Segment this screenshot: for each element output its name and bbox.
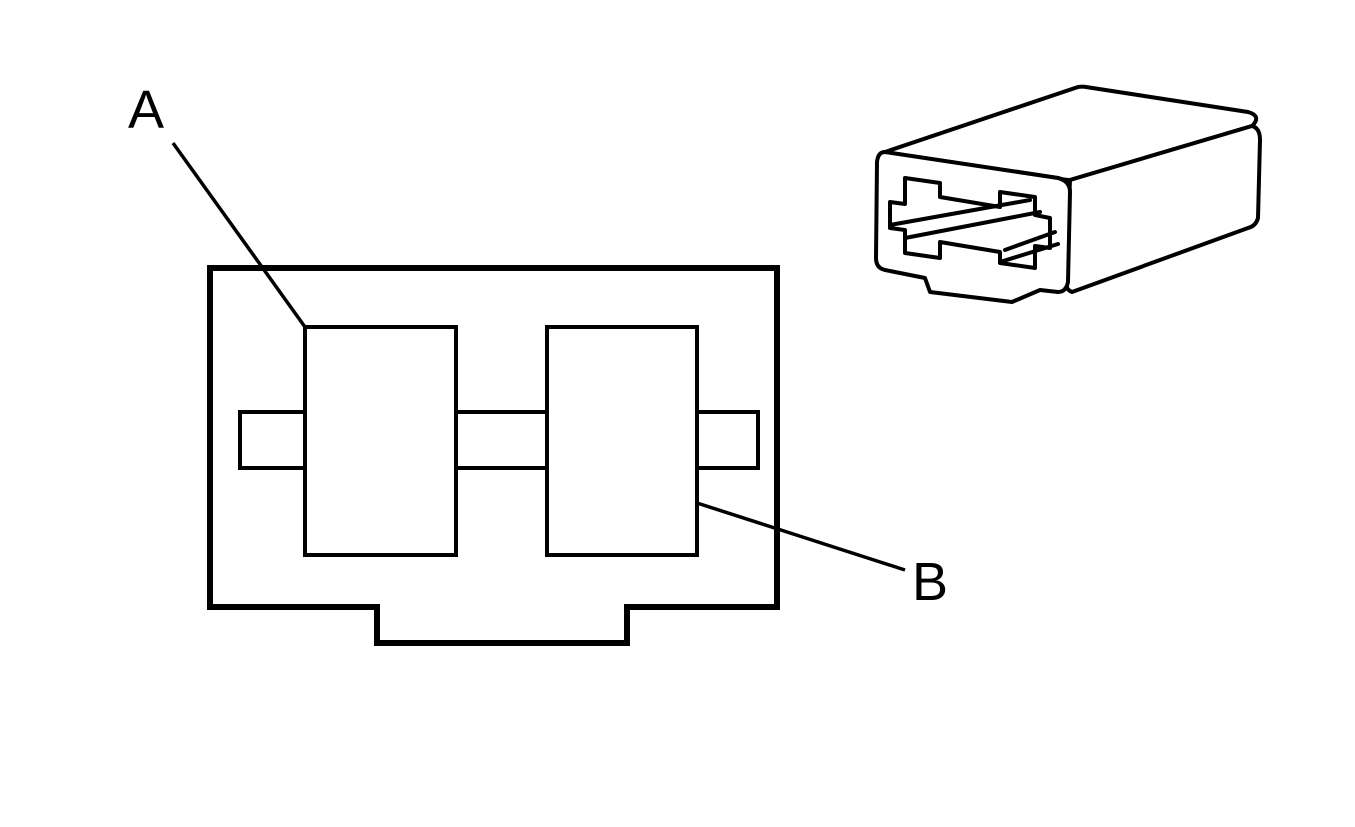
connector-blade-3 xyxy=(1003,230,1057,252)
leader-line-b xyxy=(696,501,906,572)
callout-label-b: B xyxy=(912,552,948,612)
terminal-b xyxy=(545,325,699,557)
callout-label-a: A xyxy=(128,80,164,140)
connector-isometric-illustration xyxy=(874,84,1262,304)
connector-blade-4 xyxy=(998,242,1060,264)
connector-front-cavity-1 xyxy=(888,176,1052,270)
terminal-a xyxy=(303,325,458,557)
leader-line-a xyxy=(171,141,307,329)
connector-blade-2 xyxy=(903,210,1042,240)
connector-blade-1 xyxy=(888,198,1032,227)
connector-front-face xyxy=(874,150,1072,304)
